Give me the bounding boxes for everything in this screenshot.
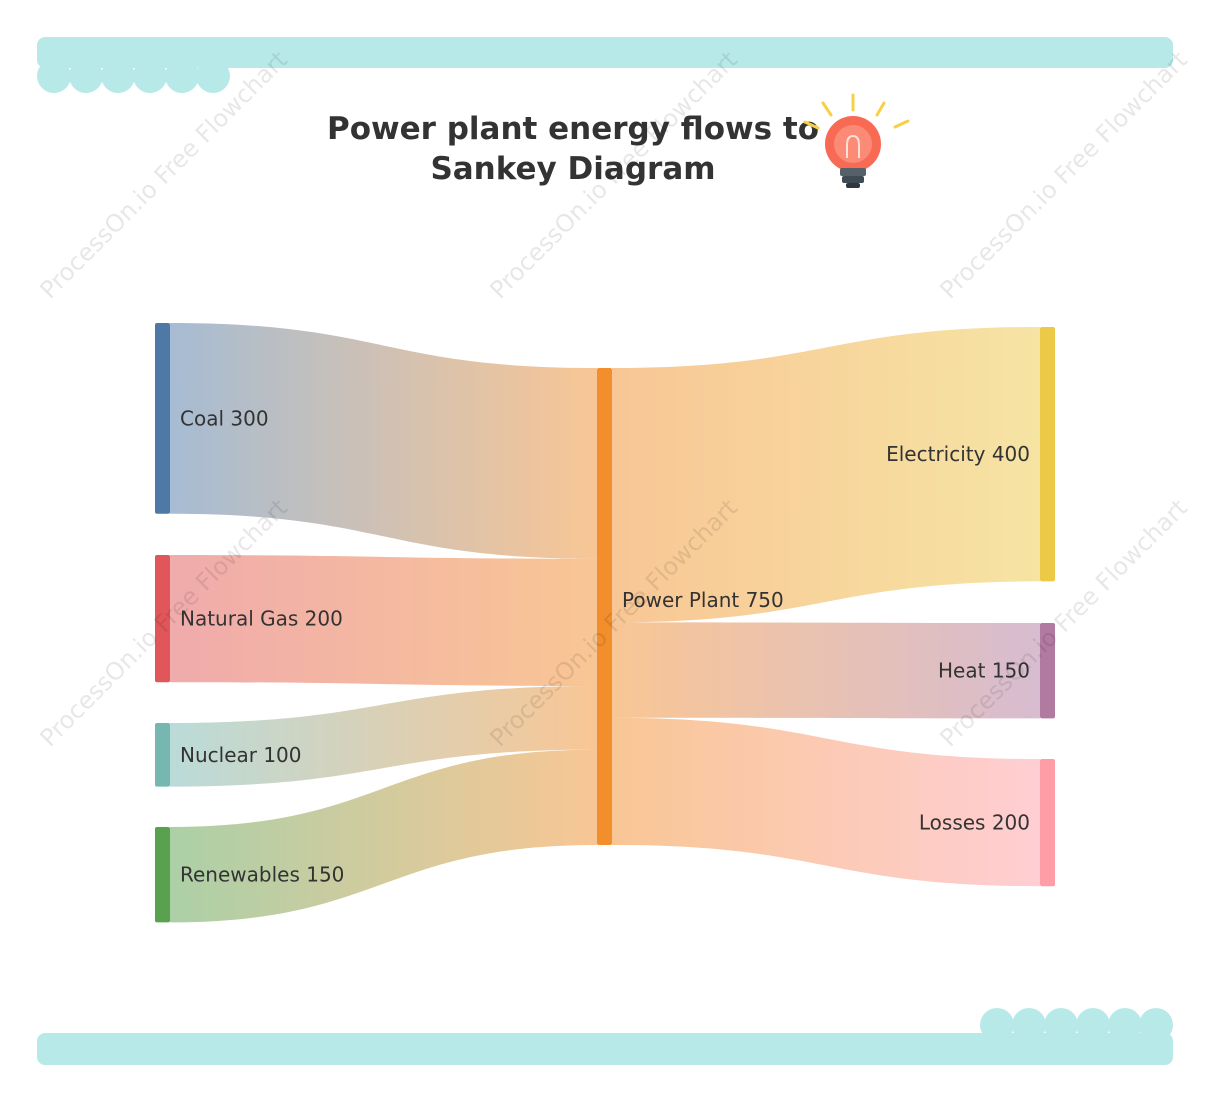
sankey-link-power-plant-to-electricity[interactable] (612, 327, 1040, 623)
bottom-banner (37, 1008, 1173, 1065)
node-label-natural-gas: Natural Gas 200 (180, 607, 343, 631)
sankey-link-coal-to-power-plant[interactable] (170, 323, 597, 559)
sankey-node-renewables[interactable] (155, 827, 170, 923)
sankey-links (170, 323, 1040, 923)
sankey-node-heat[interactable] (1040, 623, 1055, 719)
sankey-node-coal[interactable] (155, 323, 170, 514)
node-label-nuclear: Nuclear 100 (180, 743, 302, 767)
lightbulb-icon (803, 93, 910, 188)
node-label-renewables: Renewables 150 (180, 863, 344, 887)
node-label-electricity: Electricity 400 (886, 442, 1030, 466)
sankey-link-power-plant-to-losses[interactable] (612, 717, 1040, 887)
node-label-heat: Heat 150 (938, 659, 1030, 683)
sankey-node-nuclear[interactable] (155, 723, 170, 787)
sankey-node-power-plant[interactable] (597, 368, 612, 845)
sankey-link-power-plant-to-heat[interactable] (612, 622, 1040, 719)
sankey-node-electricity[interactable] (1040, 327, 1055, 582)
sankey-node-losses[interactable] (1040, 759, 1055, 887)
node-label-power-plant: Power Plant 750 (622, 588, 784, 612)
sankey-link-nuclear-to-power-plant[interactable] (170, 686, 597, 787)
node-label-losses: Losses 200 (919, 811, 1030, 835)
page-title: Power plant energy flows to Sankey Diagr… (327, 111, 819, 187)
top-banner-bar (37, 37, 1173, 68)
top-banner-bubbles (37, 59, 230, 93)
sankey-link-natural-gas-to-power-plant[interactable] (170, 555, 597, 686)
bottom-banner-bar (37, 1033, 1173, 1065)
watermark-text: ProcessOn.io Free Flowchart (934, 46, 1192, 304)
top-banner (37, 37, 1173, 93)
sankey-nodes (155, 323, 1055, 923)
title-line-2: Sankey Diagram (430, 151, 715, 187)
sankey-link-renewables-to-power-plant[interactable] (170, 749, 597, 923)
sankey-node-natural-gas[interactable] (155, 555, 170, 683)
node-label-coal: Coal 300 (180, 406, 269, 430)
title-line-1: Power plant energy flows to (327, 111, 819, 147)
